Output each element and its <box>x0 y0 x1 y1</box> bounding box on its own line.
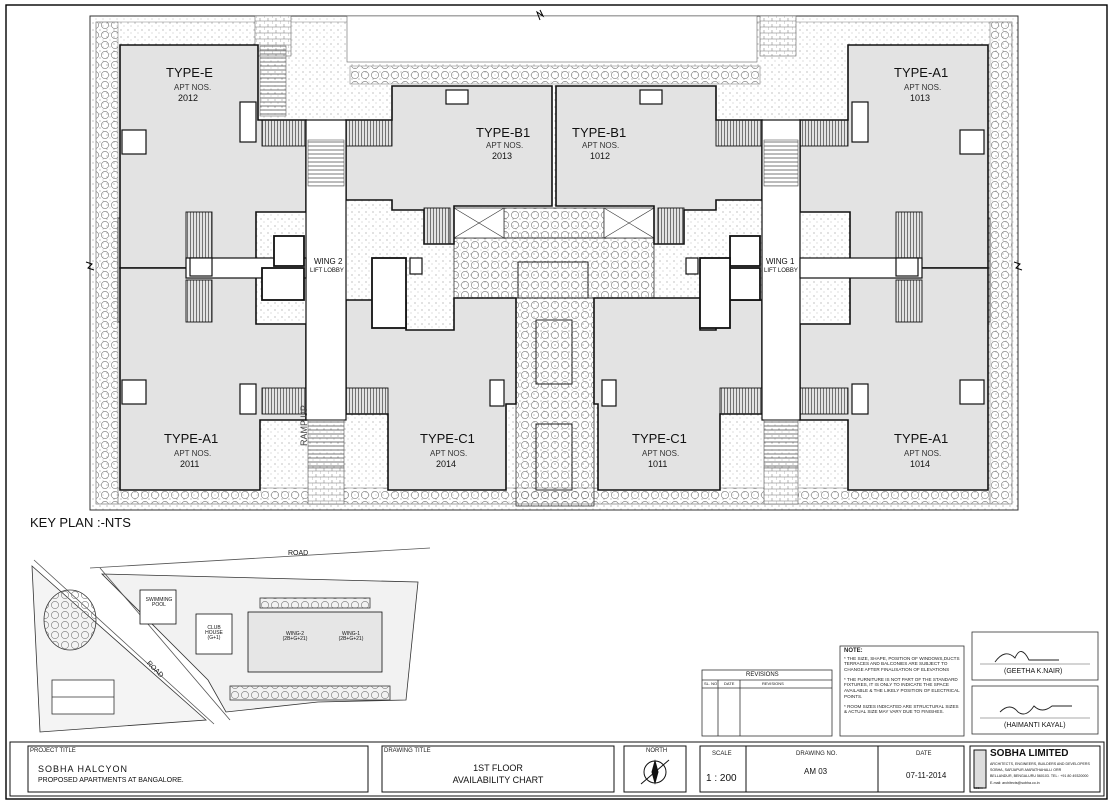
wing-1-lift-lobby-label: LIFT LOBBY <box>764 268 798 274</box>
drawing-no-value: AM 03 <box>804 767 828 776</box>
unit-type: TYPE-A1 <box>164 431 219 446</box>
note-item: * THE SIZE, SHAPE, POSITION OF WINDOWS,D… <box>844 655 960 672</box>
unit-type: TYPE-B1 <box>572 125 627 140</box>
drawing-no-label: DRAWING NO. <box>796 751 838 757</box>
unit-type: TYPE-C1 <box>632 431 687 446</box>
apt-number: 2011 <box>180 459 200 469</box>
signature-box-1 <box>971 631 1099 681</box>
company-address-2: BELLANDUR, BENGALURU 560103. TEL : +91 8… <box>990 774 1089 778</box>
company-logo-text: SOBHA <box>974 787 983 790</box>
key-plan-pool: SWIMMING POOL <box>145 597 173 608</box>
unit-type: TYPE-A1 <box>894 431 949 446</box>
notes-content: NOTE: * THE SIZE, SHAPE, POSITION OF WIN… <box>844 648 962 715</box>
notes-heading: NOTE: <box>844 648 863 654</box>
company-address-1: SOBHA, SARJAPUR-MARATHAHALLI ORR <box>990 768 1062 772</box>
key-plan-title: KEY PLAN :-NTS <box>30 515 131 530</box>
central-courtyard <box>453 207 655 507</box>
scale-value: 1 : 200 <box>706 773 737 784</box>
notes-box <box>839 645 965 737</box>
ramp-label: RAMP UP <box>299 405 309 446</box>
drawing-title-label: DRAWING TITLE <box>384 748 431 754</box>
apt-number: 1013 <box>910 93 931 103</box>
key-plan-drawing <box>31 547 431 733</box>
apt-number: 1014 <box>910 459 931 469</box>
signatory-2-name: (HAIMANTI KAYAL) <box>1004 722 1066 729</box>
drawing-title-line-2: AVAILABILITY CHART <box>452 775 544 785</box>
apt-label: APT NOS. <box>430 449 468 458</box>
apt-label: APT NOS. <box>174 83 212 92</box>
apt-label: APT NOS. <box>904 83 942 92</box>
apt-label: APT NOS. <box>486 141 524 150</box>
scale-label: SCALE <box>712 751 732 757</box>
signature-mark-2 <box>999 705 1072 715</box>
wing-2-label: WING 2 <box>314 257 343 266</box>
note-item: * THE FURNITURE IS NOT PART OF THE STAND… <box>844 676 960 699</box>
unit-type: TYPE-A1 <box>894 65 949 80</box>
north-label: NORTH <box>646 748 668 754</box>
unit-type: TYPE-E <box>166 65 213 80</box>
revisions-title: REVISIONS <box>746 672 779 678</box>
drawing-title-line-1: 1ST FLOOR <box>473 763 523 773</box>
apt-number: 1012 <box>590 151 611 161</box>
project-description: PROPOSED APARTMENTS AT BANGALORE. <box>38 777 184 784</box>
balconies <box>185 119 923 415</box>
apt-label: APT NOS. <box>174 449 212 458</box>
company-name: SOBHA LIMITED <box>990 748 1069 759</box>
revisions-table <box>701 669 833 737</box>
apt-label: APT NOS. <box>582 141 620 150</box>
key-plan-wing1: WING-1 (2B+G+21) <box>338 631 364 642</box>
apartment-blocks <box>119 44 989 491</box>
north-arrow-icon <box>644 761 666 783</box>
project-title-label: PROJECT TITLE <box>30 748 76 754</box>
date-label: DATE <box>916 751 932 757</box>
key-plan-club: CLUB HOUSE (G+1) <box>205 625 223 641</box>
project-name: SOBHA HALCYON <box>38 764 129 774</box>
company-description: ARCHITECTS, ENGINEERS, BUILDERS AND DEVE… <box>990 762 1090 766</box>
apt-number: 2014 <box>436 459 457 469</box>
date-value: 07-11-2014 <box>906 771 947 780</box>
revisions-col-date: DATE <box>724 681 735 686</box>
revisions-col-slno: SL. NO <box>704 681 718 686</box>
signature-box-2 <box>971 685 1099 735</box>
key-plan-road-top: ROAD <box>288 550 309 557</box>
wing-1-label: WING 1 <box>766 257 795 266</box>
note-item: * ROOM SIZES INDICATED ARE STRUCTURAL SI… <box>844 703 959 715</box>
wing-2-lift-lobby-label: LIFT LOBBY <box>310 268 344 274</box>
unit-type: TYPE-C1 <box>420 431 475 446</box>
company-email: E-mail: architects@sobha.co.in <box>990 781 1040 785</box>
apt-label: APT NOS. <box>904 449 942 458</box>
signature-mark-1 <box>994 651 1059 663</box>
apt-label: APT NOS. <box>642 449 680 458</box>
key-plan-wing2: WING-2 (2B+G+21) <box>282 631 308 642</box>
apt-number: 2013 <box>492 151 513 161</box>
unit-type: TYPE-B1 <box>476 125 531 140</box>
sheet-border <box>5 4 1108 800</box>
title-block <box>9 741 1105 797</box>
revisions-col-revisions: REVISIONS <box>762 681 784 686</box>
signatory-1-name: (GEETHA K.NAIR) <box>1004 668 1063 675</box>
apt-number: 2012 <box>178 93 199 103</box>
apt-number: 1011 <box>648 459 668 469</box>
